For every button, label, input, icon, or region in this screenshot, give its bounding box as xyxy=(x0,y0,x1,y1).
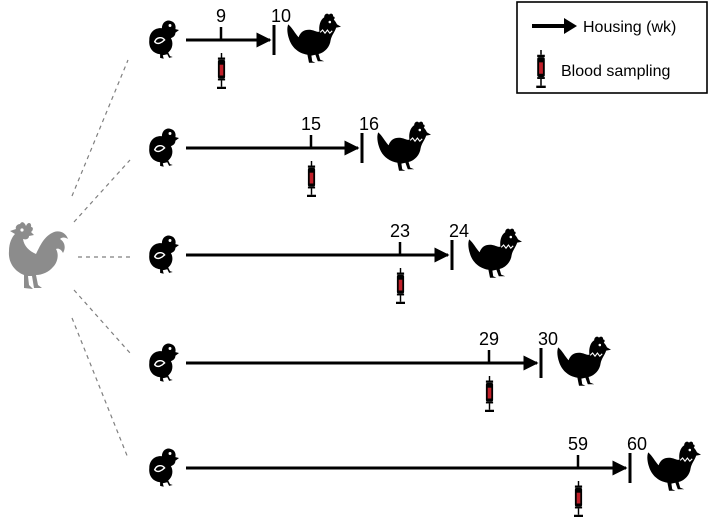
arrow-icon xyxy=(532,18,577,34)
connector-line xyxy=(71,59,129,197)
housing-week-label: 24 xyxy=(449,221,469,241)
connector-line xyxy=(73,289,131,354)
legend-housing-label: Housing (wk) xyxy=(583,19,676,36)
chick-icon xyxy=(148,234,179,275)
chick-icon xyxy=(148,447,179,488)
hen-icon xyxy=(556,336,611,387)
timeline-row: 59 60 xyxy=(148,434,701,517)
housing-week-label: 30 xyxy=(538,329,558,349)
chick-icon xyxy=(148,19,179,60)
hen-icon xyxy=(467,228,522,279)
sampling-week-label: 23 xyxy=(390,221,410,241)
legend-frame xyxy=(516,1,708,94)
hen-icon xyxy=(376,121,431,172)
connector-line xyxy=(71,317,129,459)
chick-icon xyxy=(148,342,179,383)
timeline-row: 29 30 xyxy=(148,329,611,412)
sampling-week-label: 9 xyxy=(216,6,226,26)
connector-lines xyxy=(71,59,131,459)
syringe-icon xyxy=(396,268,405,304)
syringe-icon xyxy=(307,161,316,197)
legend: Housing (wk) Blood sampling xyxy=(516,1,708,94)
housing-week-label: 16 xyxy=(359,114,379,134)
hen-icon xyxy=(286,13,341,64)
timeline-row: 23 24 xyxy=(148,221,522,304)
sampling-week-label: 15 xyxy=(301,114,321,134)
rooster-icon xyxy=(8,222,68,289)
sampling-week-label: 59 xyxy=(568,434,588,454)
housing-week-label: 60 xyxy=(627,434,647,454)
legend-blood-label: Blood sampling xyxy=(561,63,670,80)
syringe-icon xyxy=(574,481,583,517)
hen-icon xyxy=(646,441,701,492)
timeline-row: 9 10 xyxy=(148,6,341,89)
chick-icon xyxy=(148,127,179,168)
housing-week-label: 10 xyxy=(271,6,291,26)
syringe-icon xyxy=(485,376,494,412)
sampling-week-label: 29 xyxy=(479,329,499,349)
syringe-icon xyxy=(217,53,226,89)
connector-line xyxy=(73,159,131,223)
